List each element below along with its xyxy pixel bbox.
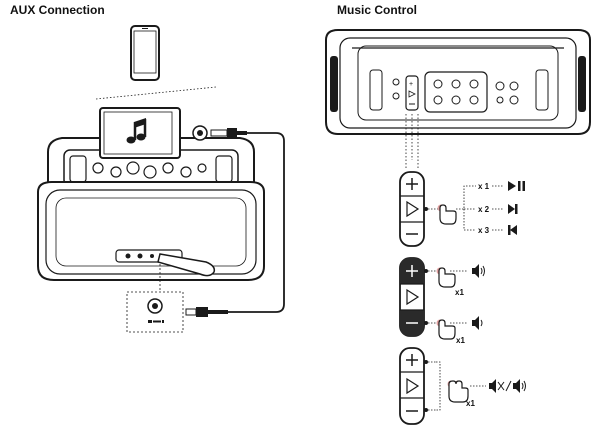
play-pause-icon (508, 181, 525, 191)
play-icon (406, 377, 420, 395)
volume-down-icon (472, 316, 483, 330)
volume-up-icon (472, 264, 485, 278)
aux-in-port (147, 298, 164, 323)
svg-text:+: + (409, 81, 413, 88)
music-control-title: Music Control (337, 3, 417, 17)
plus-icon (406, 354, 418, 366)
aux-cable (228, 132, 285, 313)
next-track-icon (508, 204, 518, 214)
plus-icon (406, 265, 418, 277)
count-volume-down: x1 (456, 336, 465, 345)
speaker-top-view: + (325, 29, 591, 135)
aux-jack-phone-side (192, 125, 247, 141)
control-panel-play (399, 171, 425, 247)
play-icon (406, 288, 420, 306)
count-next-track: x 2 (478, 205, 490, 214)
dotted-guide (95, 86, 217, 100)
finger-press-icon (424, 319, 456, 340)
plus-icon (406, 178, 418, 190)
count-play-pause: x 1 (478, 182, 490, 191)
control-panel-volume (399, 257, 425, 337)
count-volume-up: x1 (455, 288, 464, 297)
finger-press-icon (424, 204, 457, 225)
docked-phone (99, 107, 181, 159)
count-previous-track: x 3 (478, 226, 490, 235)
play-icon (406, 200, 420, 218)
speaker-aux-view (37, 137, 265, 281)
count-mute: x1 (466, 399, 475, 408)
smartphone (130, 25, 160, 81)
aux-plug-speaker-side (185, 307, 228, 317)
aux-connection-title: AUX Connection (10, 3, 105, 17)
control-panel-mute (399, 347, 425, 425)
previous-track-icon (508, 225, 517, 235)
music-note-icon (126, 118, 147, 144)
two-finger-press-icon (447, 380, 469, 403)
mute-unmute-icon (489, 379, 526, 393)
finger-press-icon (424, 267, 456, 288)
